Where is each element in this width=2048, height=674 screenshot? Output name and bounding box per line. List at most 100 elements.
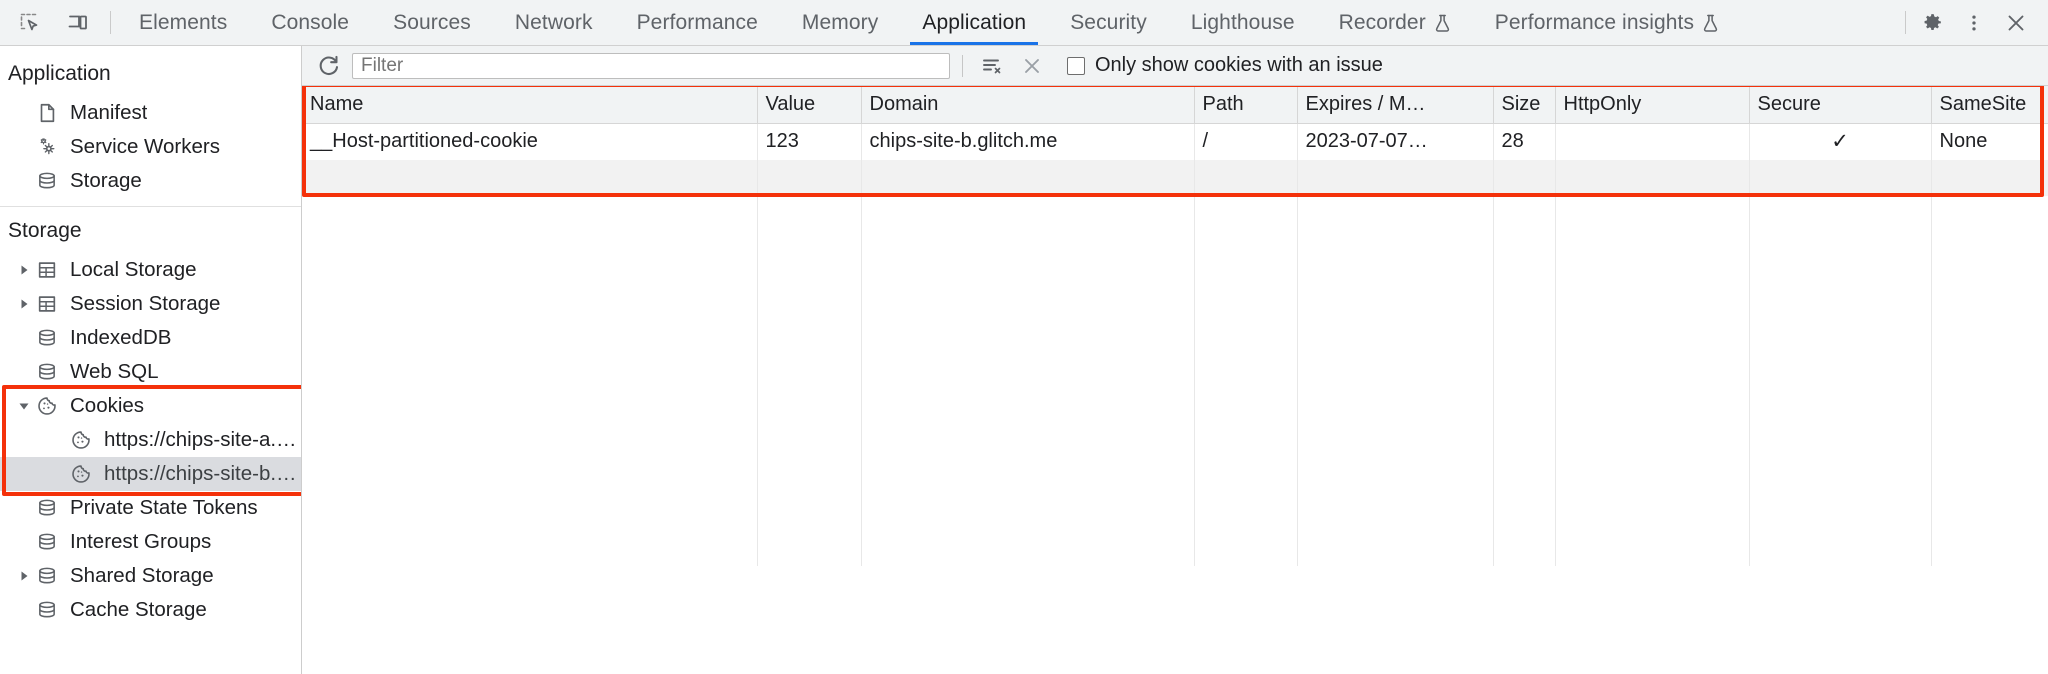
twisty-collapsed[interactable] [14, 264, 34, 276]
empty-cell [757, 233, 862, 270]
empty-cell [1749, 196, 1932, 233]
sidebar-item-private-state-tokens[interactable]: Private State Tokens [0, 491, 301, 525]
empty-cell [861, 529, 1195, 566]
cell-size[interactable]: 28 [1493, 123, 1556, 160]
empty-cell [1931, 492, 2048, 529]
more-vertical-icon[interactable] [1954, 5, 1994, 41]
database-icon [39, 567, 55, 584]
cell-secure[interactable]: ✓ [1749, 123, 1932, 160]
column-header-size[interactable]: Size [1493, 86, 1556, 124]
refresh-icon[interactable] [312, 51, 346, 81]
sidebar-item-label: https://chips-site-a.glitch.me [104, 428, 301, 451]
cell-samesite[interactable]: None [1931, 123, 2048, 160]
cookies-filter-input[interactable] [352, 52, 950, 79]
checkbox-box[interactable] [1067, 56, 1085, 75]
toolbar-left-icons [0, 0, 106, 45]
column-header-secure[interactable]: Secure [1749, 86, 1932, 124]
column-header-httponly[interactable]: HttpOnly [1555, 86, 1750, 124]
refresh-icon-glyph [319, 55, 339, 75]
tab-console[interactable]: Console [249, 0, 371, 45]
tab-label: Security [1070, 10, 1147, 34]
tab-application[interactable]: Application [900, 0, 1048, 45]
sidebar-item-web-sql[interactable]: Web SQL [0, 355, 301, 389]
empty-cell [757, 270, 862, 307]
clear-filtered-cookies-icon[interactable] [975, 51, 1009, 81]
sidebar-item-label: Storage [70, 169, 142, 192]
clear-all-cookies-icon[interactable] [1015, 51, 1049, 81]
tab-lighthouse[interactable]: Lighthouse [1169, 0, 1317, 45]
sidebar-item-indexeddb[interactable]: IndexedDB [0, 321, 301, 355]
sidebar-item-cache-storage[interactable]: Cache Storage [0, 593, 301, 627]
empty-cell [1555, 270, 1750, 307]
database-icon [34, 327, 60, 349]
sidebar-item-cookies[interactable]: Cookies [0, 389, 301, 423]
column-header-name[interactable]: Name [302, 86, 758, 124]
empty-cell [1493, 455, 1556, 492]
cookies-toolbar: Only show cookies with an issue [302, 46, 2048, 86]
column-header-value[interactable]: Value [757, 86, 862, 124]
sidebar-item-manifest[interactable]: Manifest [0, 96, 301, 130]
device-toolbar-icon[interactable] [58, 5, 98, 41]
empty-cell [1931, 233, 2048, 270]
twisty-collapsed[interactable] [14, 298, 34, 310]
cell-domain[interactable]: chips-site-b.glitch.me [861, 123, 1195, 160]
chevron-right-icon [21, 299, 28, 309]
empty-cell [1749, 270, 1932, 307]
cell-httponly[interactable] [1555, 123, 1750, 160]
empty-cell [1555, 233, 1750, 270]
inspect-element-icon[interactable] [10, 5, 50, 41]
column-header-expires-m[interactable]: Expires / M… [1297, 86, 1494, 124]
empty-cell [1297, 196, 1494, 233]
column-header-path[interactable]: Path [1194, 86, 1298, 124]
sidebar-item-local-storage[interactable]: Local Storage [0, 253, 301, 287]
tab-performance[interactable]: Performance [615, 0, 780, 45]
tab-elements[interactable]: Elements [117, 0, 249, 45]
database-icon [34, 361, 60, 383]
tab-memory[interactable]: Memory [780, 0, 900, 45]
table-empty-row [302, 418, 2048, 455]
sidebar-item-service-workers[interactable]: Service Workers [0, 130, 301, 164]
sidebar-item-https-chips-site-b-glitch-me[interactable]: https://chips-site-b.glitch.me [0, 457, 301, 491]
sidebar-item-interest-groups[interactable]: Interest Groups [0, 525, 301, 559]
cookie-icon [68, 429, 94, 451]
tab-security[interactable]: Security [1048, 0, 1169, 45]
empty-cell [1931, 307, 2048, 344]
empty-cell [757, 492, 862, 529]
column-header-samesite[interactable]: SameSite [1931, 86, 2048, 124]
tab-performance-insights[interactable]: Performance insights [1473, 0, 1741, 45]
twisty-collapsed[interactable] [14, 570, 34, 582]
empty-cell [302, 233, 758, 270]
empty-cell [757, 344, 862, 381]
only-show-issue-cookies-checkbox[interactable]: Only show cookies with an issue [1067, 54, 1383, 77]
sidebar-item-shared-storage[interactable]: Shared Storage [0, 559, 301, 593]
tab-network[interactable]: Network [493, 0, 615, 45]
gear-icon[interactable] [1912, 5, 1952, 41]
cell-name[interactable]: __Host-partitioned-cookie [302, 123, 758, 160]
column-header-domain[interactable]: Domain [861, 86, 1195, 124]
empty-cell [757, 529, 862, 566]
empty-cell [1297, 344, 1494, 381]
twisty-expanded[interactable] [14, 400, 34, 412]
empty-cell [302, 529, 758, 566]
sidebar-item-session-storage[interactable]: Session Storage [0, 287, 301, 321]
sidebar-item-label: Private State Tokens [70, 496, 258, 519]
empty-cell [1194, 270, 1298, 307]
empty-cell [1297, 270, 1494, 307]
cell-path[interactable]: / [1194, 123, 1298, 160]
more-vertical-icon-glyph [1972, 14, 1976, 31]
cookie-icon [68, 463, 94, 485]
tab-sources[interactable]: Sources [371, 0, 493, 45]
empty-cell [1194, 196, 1298, 233]
table-empty-row [302, 307, 2048, 344]
close-icon[interactable] [1996, 5, 2036, 41]
cookie-icon [38, 397, 56, 415]
table-filler-row [302, 160, 2048, 196]
sidebar-item-https-chips-site-a-glitch-me[interactable]: https://chips-site-a.glitch.me [0, 423, 301, 457]
sidebar-item-label: Service Workers [70, 135, 220, 158]
tab-recorder[interactable]: Recorder [1317, 0, 1473, 45]
cell-value[interactable]: 123 [757, 123, 862, 160]
sidebar-item-storage[interactable]: Storage [0, 164, 301, 198]
cell-expires-m[interactable]: 2023-07-07… [1297, 123, 1494, 160]
